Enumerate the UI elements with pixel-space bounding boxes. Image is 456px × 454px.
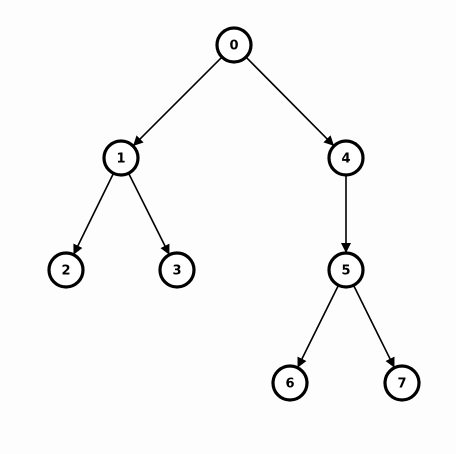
node-6: 6	[271, 364, 309, 402]
node-label-7: 7	[397, 377, 406, 392]
node-label-0: 0	[229, 39, 238, 54]
edge-5-7	[352, 284, 395, 368]
node-circle-7	[383, 364, 421, 402]
node-label-4: 4	[341, 152, 350, 167]
node-label-3: 3	[172, 264, 181, 279]
node-circle-3	[158, 251, 196, 289]
node-circle-4	[327, 139, 365, 177]
node-circle-1	[102, 139, 140, 177]
edge-5-6	[297, 284, 340, 368]
node-label-5: 5	[341, 264, 350, 279]
node-label-1: 1	[116, 152, 125, 167]
node-2: 2	[47, 251, 85, 289]
node-label-2: 2	[61, 264, 70, 279]
node-0: 0	[215, 26, 253, 64]
node-label-6: 6	[285, 377, 294, 392]
nodes-layer: 0 1 4 2 3 5 6 7	[47, 26, 421, 402]
node-4: 4	[327, 139, 365, 177]
node-circle-0	[215, 26, 253, 64]
edges-layer	[73, 56, 395, 368]
node-5: 5	[327, 251, 365, 289]
edge-1-3	[127, 172, 170, 255]
node-3: 3	[158, 251, 196, 289]
edge-0-1	[133, 56, 223, 146]
node-circle-6	[271, 364, 309, 402]
node-circle-5	[327, 251, 365, 289]
node-1: 1	[102, 139, 140, 177]
node-circle-2	[47, 251, 85, 289]
node-7: 7	[383, 364, 421, 402]
edge-1-2	[73, 172, 115, 255]
edge-0-4	[245, 56, 335, 146]
